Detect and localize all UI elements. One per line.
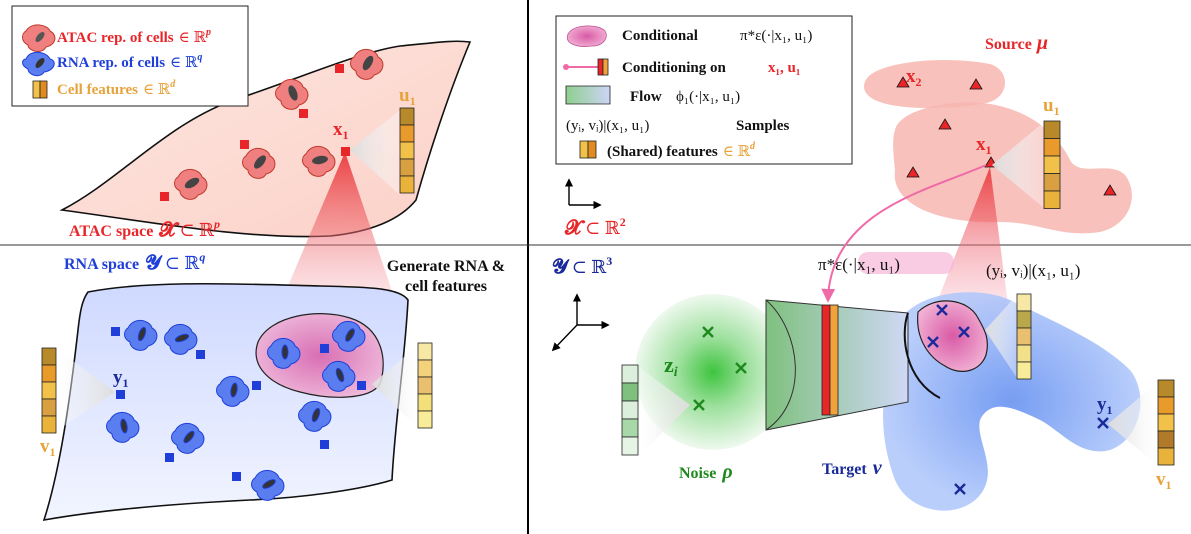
triangle-marker-icon [896, 76, 910, 88]
legend-samples-text: Samples [736, 118, 790, 134]
flow-trapezoid-icon [565, 85, 611, 105]
rna-cells [106, 320, 366, 501]
feature-bar-icon [32, 80, 48, 99]
target-conditional-region [917, 300, 989, 372]
atac-x1-label: x1 [333, 119, 349, 142]
legend-shared-text: (Shared) features∈ ℝd [607, 141, 756, 160]
right-y-space-label: 𝓨⊂ ℝ3 [552, 254, 612, 278]
axes-2d-icon [564, 178, 602, 210]
rna-region-feature-bar [417, 342, 433, 429]
atac-cells [174, 49, 384, 200]
target-v1-feature-bar [1157, 379, 1175, 466]
legend-features-text: Cell features∈ ℝd [57, 79, 176, 98]
source-points [896, 76, 1117, 196]
target-region-feature-bar [1016, 293, 1032, 380]
atac-feature-bar [399, 107, 415, 194]
conditioning-arrow-icon [563, 58, 609, 76]
source-u1-feature-bar [1043, 120, 1061, 209]
generate-line1: Generate RNA & [387, 258, 505, 275]
noise-z-label: zi [664, 352, 678, 380]
target-y1-label: y1 [1097, 394, 1113, 417]
samples-math-label: (yᵢ, vᵢ)|(x₁, u₁) [986, 261, 1080, 280]
legend-rna-text: RNA rep. of cells∈ ℝq [57, 52, 202, 71]
red-cell-icon [22, 24, 56, 52]
rna-v1-label: v1 [40, 436, 56, 459]
flow-conditioning-bar [821, 304, 839, 416]
rna-y1-label: y1 [113, 367, 129, 390]
atac-to-rna-beam [282, 152, 395, 300]
target-y1-cone [1108, 382, 1158, 466]
source-x2-label: x2 [906, 66, 922, 89]
source-feature-cone [992, 122, 1044, 208]
source-u1-label: u1 [1043, 95, 1060, 118]
cross-marker-icon [702, 326, 714, 338]
generate-line2: cell features [405, 278, 487, 295]
rna-sample-points [111, 327, 366, 481]
noise-points [693, 326, 747, 411]
conditional-math-label: π*ε(·|x₁, u₁) [818, 255, 900, 274]
legend-samples-math: (yᵢ, vᵢ)|(x₁, u₁) [566, 118, 649, 134]
rna-y1-cone [58, 350, 115, 430]
legend-atac-text: ATAC rep. of cells∈ ℝp [57, 27, 211, 46]
right-x-space-label: 𝓧⊂ ℝ2 [564, 215, 626, 239]
axes-3d-icon [551, 293, 610, 352]
target-v1-label: v1 [1156, 469, 1172, 492]
source-to-target-beam [930, 167, 1010, 320]
noise-cone [640, 368, 690, 455]
legend-conditioning-math: x₁, u₁ [768, 60, 800, 76]
rna-region-cone [372, 345, 418, 428]
conditioning-arrow [821, 164, 987, 303]
target-points [927, 304, 1109, 495]
target-arc [903, 312, 941, 399]
legend-conditional-math: π*ε(·|x₁, u₁) [740, 28, 812, 44]
rna-v1-feature-bar [41, 347, 57, 434]
atac-u1-label: u1 [399, 85, 416, 108]
noise-feature-bar [621, 364, 639, 456]
pink-blob-icon [566, 25, 607, 47]
legend-flow-math: ϕ₁(·|x₁, u₁) [676, 89, 740, 105]
legend-flow-text: Flow [630, 89, 662, 105]
conditional-label-bg [858, 252, 954, 274]
source-x1-label: x1 [976, 134, 992, 157]
shared-feature-icon [579, 140, 597, 159]
atac-sample-points [160, 64, 350, 201]
right-legend: Conditional π*ε(·|x₁, u₁) Conditioning o… [555, 15, 853, 165]
blue-cell-icon [22, 51, 55, 77]
flow-left-arc [765, 299, 796, 431]
legend-conditioning-text: Conditioning on [622, 60, 726, 76]
left-legend: ATAC rep. of cells∈ ℝp RNA rep. of cells… [11, 5, 249, 107]
legend-conditional-text: Conditional [622, 28, 698, 44]
atac-feature-cone [350, 110, 400, 195]
target-region-cone [985, 295, 1017, 378]
